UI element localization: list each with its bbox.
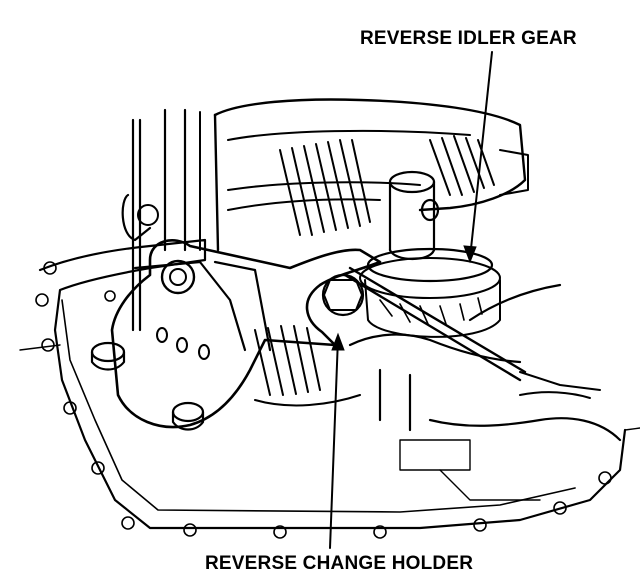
reverse-change-holder-label: REVERSE CHANGE HOLDER [205,553,474,574]
gear-cluster [213,98,529,252]
arrowhead-reverse-idler-gear [463,245,477,264]
flange-holes [35,261,612,539]
bolts [90,341,205,431]
feeler-gauge [343,266,601,391]
reverse-idler-gear-label: REVERSE IDLER GEAR [360,28,577,49]
reverse-change-holder [110,193,382,429]
shift-rods [131,108,201,332]
hand [348,283,622,442]
leader-reverse-change-holder [329,337,339,549]
reverse-idler-gear [359,170,501,338]
gear-teeth [279,135,495,236]
leader-reverse-idler-gear [469,51,493,259]
arrowhead-reverse-change-holder [331,332,345,351]
leader-lines [329,51,493,549]
transmission-case [19,238,640,539]
lower-gear [254,325,361,407]
